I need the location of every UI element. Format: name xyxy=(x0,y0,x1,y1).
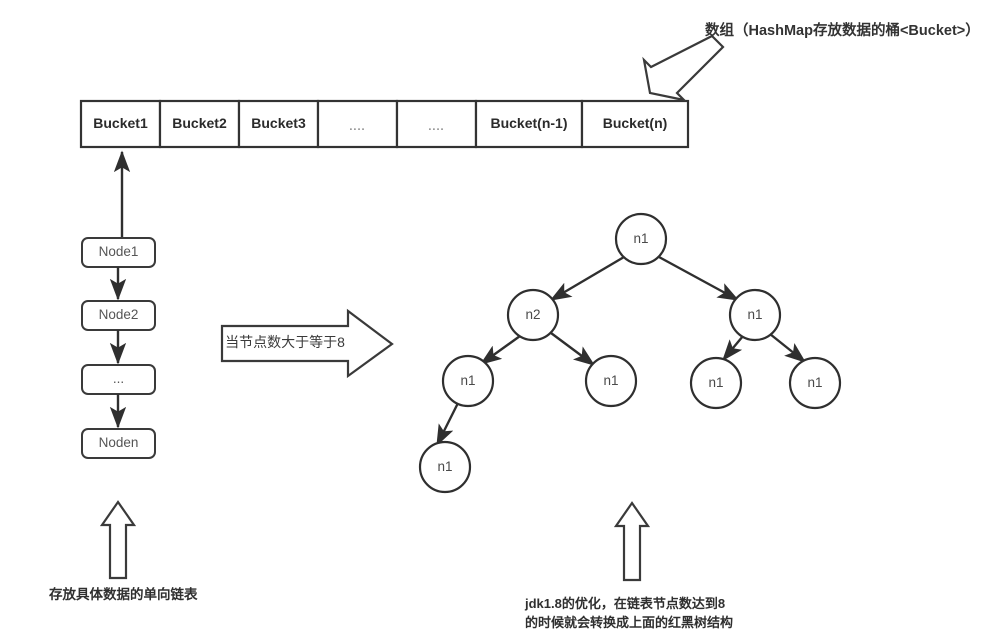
list-node-1[interactable] xyxy=(81,237,156,268)
list-node-3[interactable] xyxy=(81,364,156,395)
bucket-cell-6[interactable] xyxy=(474,99,584,149)
edge-l1-right xyxy=(550,332,596,366)
array-callout-arrow xyxy=(642,34,725,102)
tree-node-root[interactable] xyxy=(614,212,668,266)
bucket-cell-7[interactable] xyxy=(580,99,690,149)
tree-node-l2b[interactable] xyxy=(584,354,638,408)
edge-l2a-child xyxy=(435,402,460,447)
edge-r1-right xyxy=(769,333,807,363)
list-node-2[interactable] xyxy=(81,300,156,331)
linked-list-callout-arrow xyxy=(99,500,137,580)
bucket-cell-4[interactable] xyxy=(316,99,399,149)
bucket-cell-2[interactable] xyxy=(158,99,241,149)
transition-block-arrow xyxy=(220,308,394,379)
bucket-cell-5[interactable] xyxy=(395,99,478,149)
list-node-4[interactable] xyxy=(81,428,156,459)
red-black-tree xyxy=(418,212,842,494)
edge-root-right xyxy=(658,255,740,302)
bucket-cell-3[interactable] xyxy=(237,99,320,149)
edge-r1-left xyxy=(722,335,744,362)
bucket-cell-1[interactable] xyxy=(79,99,162,149)
edge-l1-left xyxy=(479,335,521,365)
tree-node-l1[interactable] xyxy=(506,288,560,342)
tree-node-r1[interactable] xyxy=(728,288,782,342)
tree-node-r2b[interactable] xyxy=(788,356,842,410)
bucket-array xyxy=(79,99,690,149)
edge-root-left xyxy=(549,255,625,302)
tree-node-r2a[interactable] xyxy=(689,356,743,410)
linked-list xyxy=(81,237,156,459)
tree-node-l3[interactable] xyxy=(418,440,472,494)
tree-node-l2a[interactable] xyxy=(441,354,495,408)
tree-callout-arrow xyxy=(613,501,651,582)
